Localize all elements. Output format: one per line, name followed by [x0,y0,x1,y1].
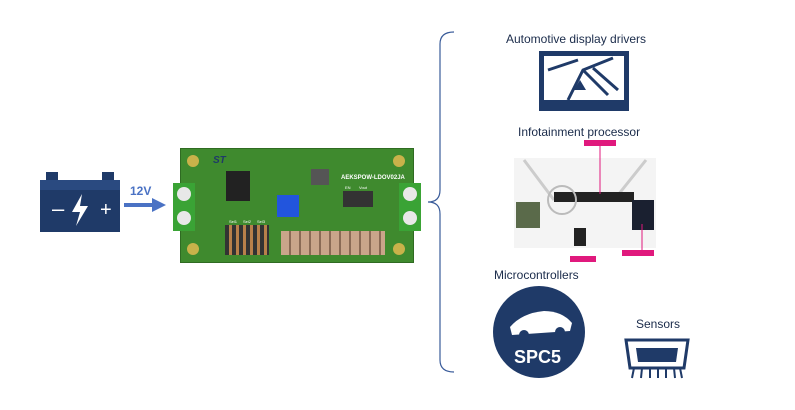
car-dashboard-image [514,140,656,262]
navigation-display-icon [539,51,629,111]
pin-header [225,225,269,255]
mount-hole [393,243,405,255]
screw [403,187,417,201]
spc5-car-logo: SPC5 [493,286,585,378]
chip-icon [624,338,690,379]
connector-label: EN [345,185,351,190]
screw [177,187,191,201]
voltage-label: 12V [130,184,152,198]
evaluation-board: ST AEKSPOW-LDOV02JA EN Vout Sel1 Sel2 Se… [173,148,421,263]
ic-chip [311,169,329,185]
part-number: AEKSPOW-LDOV02JA [341,175,405,181]
app-label-microcontrollers: Microcontrollers [494,268,579,282]
app-label-display: Automotive display drivers [506,32,647,46]
app-label-sensors: Sensors [636,317,681,331]
mount-hole [187,243,199,255]
arrow-icon [124,198,166,212]
svg-text:+: + [100,199,112,221]
screw [403,211,417,225]
pin-strip [281,231,385,255]
mount-hole [393,155,405,167]
regulator-chip [226,171,250,201]
bracket [427,31,455,373]
mount-hole [187,155,199,167]
potentiometer [277,195,299,217]
header-label: Sel3 [257,219,266,224]
app-label-infotainment: Infotainment processor [518,125,641,139]
spc5-logo-text: SPC5 [514,347,561,367]
st-logo: ST [213,155,226,166]
header-label: Sel1 [229,219,238,224]
car-battery-icon: – + [40,172,120,232]
jumper-connector [343,191,373,207]
connector-label: Vout [359,185,368,190]
header-label: Sel2 [243,219,252,224]
screw [177,211,191,225]
svg-text:–: – [52,196,65,221]
